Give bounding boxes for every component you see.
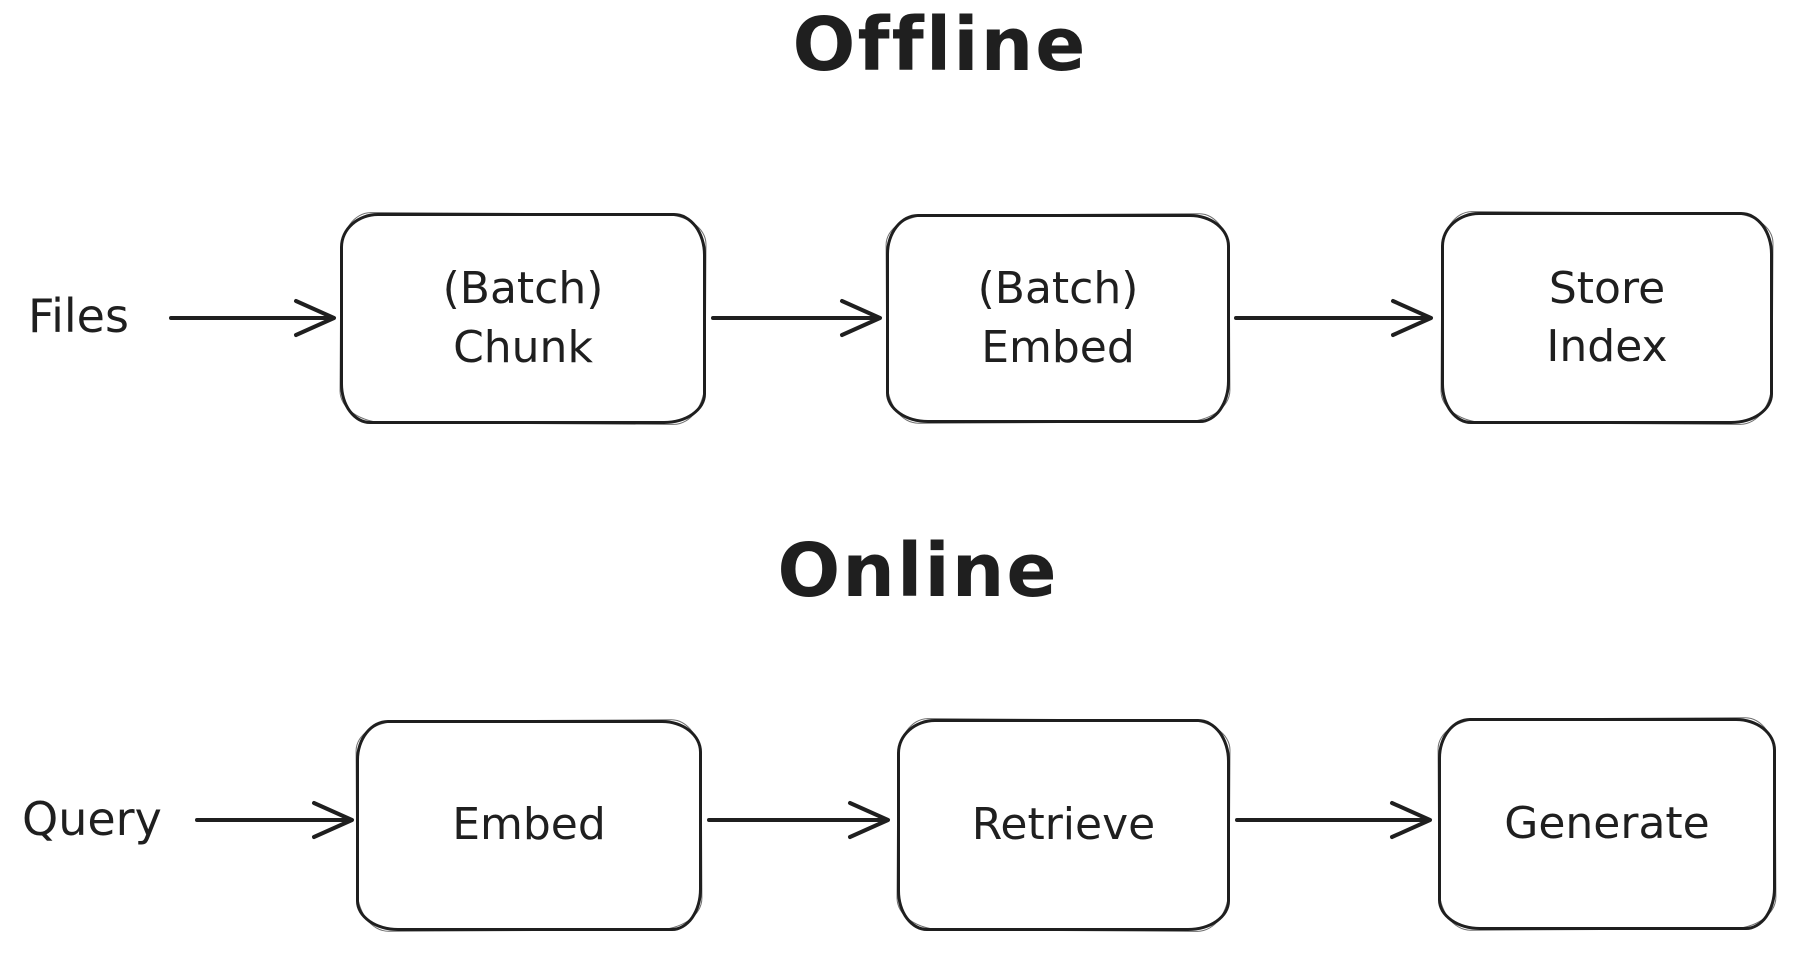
offline-section-title: Offline	[792, 2, 1088, 88]
arrow-files-to-chunk	[169, 299, 336, 337]
node-store-index-label: Store Index	[1546, 262, 1668, 372]
node-retrieve: Retrieve	[897, 719, 1230, 931]
files-label: Files	[28, 288, 129, 343]
query-label: Query	[22, 791, 162, 846]
node-generate-label: Generate	[1504, 797, 1710, 849]
node-batch-chunk-label: (Batch) Chunk	[442, 263, 604, 373]
node-batch-embed: (Batch) Embed	[886, 214, 1230, 423]
node-retrieve-label: Retrieve	[971, 798, 1156, 850]
arrow-query-to-embed	[195, 801, 354, 839]
node-store-index: Store Index	[1441, 212, 1773, 424]
arrow-embed-to-store	[1234, 299, 1433, 337]
arrow-embed-to-retrieve	[707, 801, 890, 839]
node-batch-embed-label: (Batch) Embed	[977, 263, 1139, 373]
node-embed: Embed	[356, 720, 702, 931]
node-batch-chunk: (Batch) Chunk	[340, 213, 706, 424]
arrow-chunk-to-embed	[711, 299, 882, 337]
arrow-retrieve-to-generate	[1235, 801, 1432, 839]
node-generate: Generate	[1438, 718, 1776, 930]
online-section-title: Online	[777, 528, 1059, 614]
node-embed-label: Embed	[452, 799, 606, 851]
